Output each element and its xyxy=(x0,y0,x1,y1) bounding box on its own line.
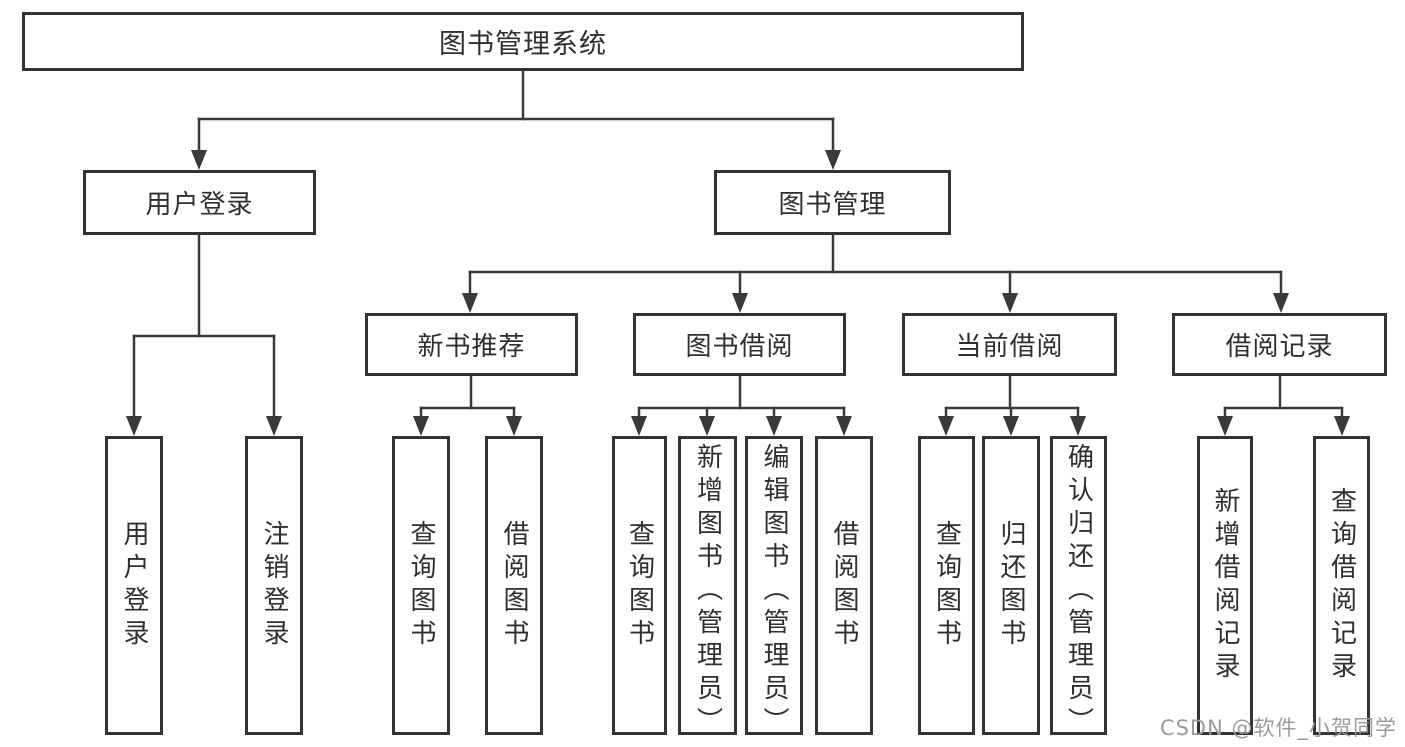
leaf-query-books-current: 查询图书 xyxy=(918,436,975,735)
node-root: 图书管理系统 xyxy=(22,12,1024,71)
node-new-book-recommend: 新书推荐 xyxy=(365,313,578,376)
leaf-logout: 注销登录 xyxy=(245,436,303,735)
leaf-query-books-borrow: 查询图书 xyxy=(612,436,667,735)
arrowheads xyxy=(126,150,1350,436)
leaf-query-borrow-record: 查询借阅记录 xyxy=(1313,436,1370,735)
leaf-add-books-admin: 新增图书（管理员） xyxy=(678,436,737,740)
leaf-query-books-recommend: 查询图书 xyxy=(392,436,450,735)
node-user-login: 用户登录 xyxy=(83,170,316,235)
leaf-confirm-return-admin: 确认归还（管理员） xyxy=(1050,436,1107,740)
leaf-borrow-books: 借阅图书 xyxy=(815,436,873,735)
node-current-borrow: 当前借阅 xyxy=(902,313,1117,376)
node-borrow-records: 借阅记录 xyxy=(1172,313,1387,376)
leaf-return-books: 归还图书 xyxy=(982,436,1040,735)
leaf-borrow-books-recommend: 借阅图书 xyxy=(485,436,543,735)
node-book-borrow: 图书借阅 xyxy=(633,313,846,376)
csdn-watermark: CSDN @软件_小贺同学 xyxy=(1159,716,1397,740)
node-book-management: 图书管理 xyxy=(714,170,951,235)
leaf-edit-books-admin: 编辑图书（管理员） xyxy=(745,436,803,740)
leaf-add-borrow-record: 新增借阅记录 xyxy=(1197,436,1253,735)
leaf-user-login: 用户登录 xyxy=(105,436,163,735)
